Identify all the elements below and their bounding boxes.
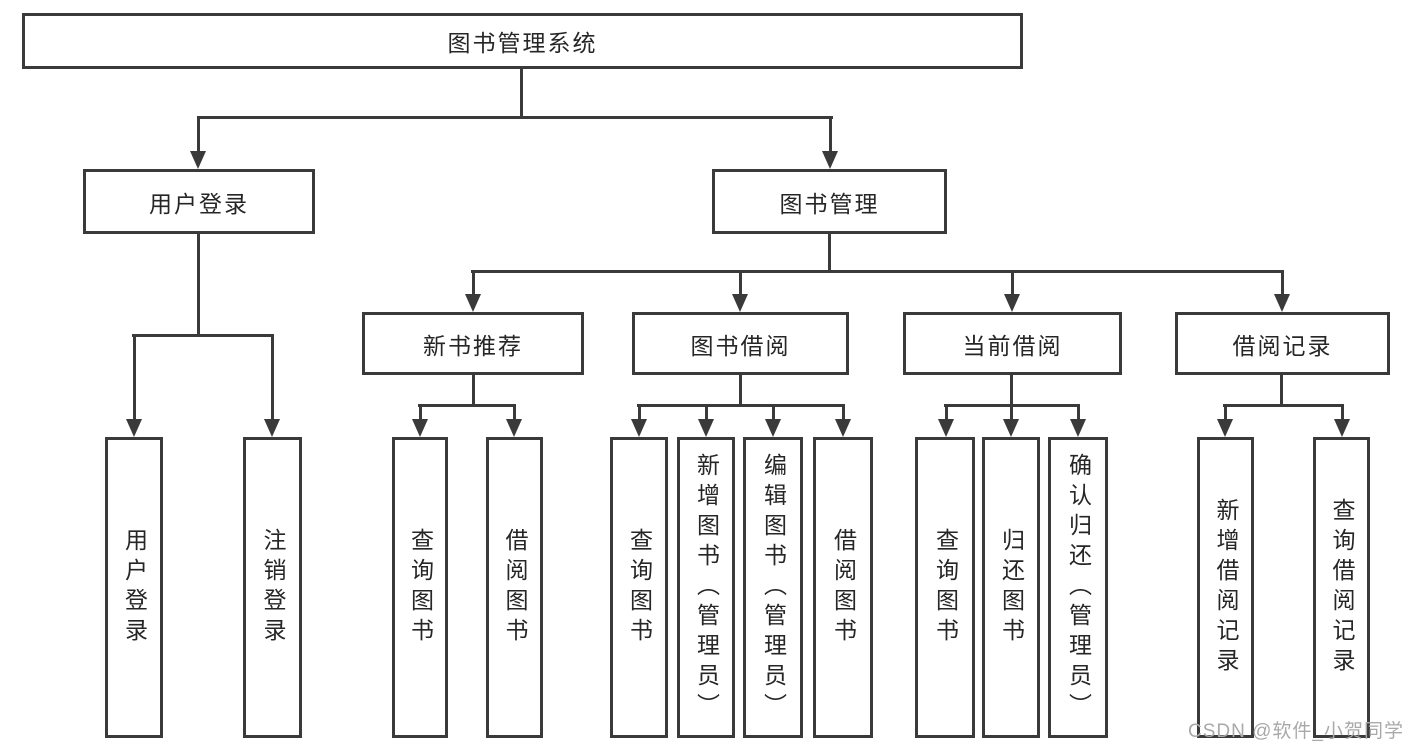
arrow-down-icon	[765, 419, 781, 437]
arrow-down-icon	[1217, 419, 1233, 437]
connector-bookborrow-stem	[739, 375, 742, 406]
leaf-logout: 注销登录	[243, 437, 302, 738]
connector-userlogin-stem	[197, 234, 200, 337]
connector-borrowrecords-child-stem	[1341, 404, 1344, 419]
leaf-edit-books-admin: 编辑图书（管理员）	[743, 437, 803, 738]
connector-newbooks-stem	[472, 375, 475, 406]
arrow-down-icon	[126, 419, 142, 437]
connector-bookborrow-horizontal	[637, 404, 845, 407]
connector-borrowrecords-stem	[1280, 375, 1283, 406]
arrow-down-icon	[631, 419, 647, 437]
arrow-down-icon	[506, 419, 522, 437]
leaf-confirm-return-admin: 确认归还（管理员）	[1048, 437, 1108, 738]
leaf-query-books-borrow: 查询图书	[610, 437, 668, 738]
node-current-borrow: 当前借阅	[903, 312, 1122, 375]
connector-newbooks-child-stem	[513, 404, 516, 419]
leaf-borrow-books-recommend: 借阅图书	[486, 437, 543, 738]
arrow-down-icon	[264, 419, 280, 437]
connector-userlogin-child-stem	[133, 334, 136, 419]
node-user-login: 用户登录	[83, 169, 315, 234]
connector-newbooks-child-stem	[419, 404, 422, 419]
leaf-add-borrow-record: 新增借阅记录	[1197, 437, 1254, 738]
connector-bookborrow-child-stem	[705, 404, 708, 419]
arrow-down-icon	[190, 151, 206, 169]
connector-currentborrow-child-stem	[1010, 404, 1013, 419]
leaf-add-books-admin: 新增图书（管理员）	[677, 437, 735, 738]
connector-root-child-stem	[197, 116, 200, 151]
connector-bookmgmt-child-stem	[1281, 270, 1284, 294]
connector-bookmgmt-child-stem	[472, 270, 475, 294]
connector-userlogin-horizontal	[132, 334, 274, 337]
arrow-down-icon	[938, 419, 954, 437]
node-book-borrow: 图书借阅	[632, 312, 849, 375]
connector-borrowrecords-horizontal	[1223, 404, 1344, 407]
connector-bookmgmt-horizontal	[471, 270, 1284, 273]
arrow-down-icon	[1274, 294, 1290, 312]
connector-currentborrow-child-stem	[945, 404, 948, 419]
leaf-query-books-recommend: 查询图书	[392, 437, 448, 738]
leaf-borrow-books: 借阅图书	[813, 437, 873, 738]
arrow-down-icon	[1003, 419, 1019, 437]
arrow-down-icon	[732, 294, 748, 312]
connector-bookmgmt-child-stem	[1011, 270, 1014, 294]
arrow-down-icon	[835, 419, 851, 437]
connector-bookborrow-child-stem	[842, 404, 845, 419]
arrow-down-icon	[465, 294, 481, 312]
connector-bookmgmt-child-stem	[739, 270, 742, 294]
arrow-down-icon	[1334, 419, 1350, 437]
arrow-down-icon	[1004, 294, 1020, 312]
csdn-watermark: CSDN @软件_小贺同学	[1188, 721, 1404, 742]
connector-userlogin-child-stem	[271, 334, 274, 419]
connector-currentborrow-child-stem	[1077, 404, 1080, 419]
connector-root-stem	[520, 69, 523, 119]
arrow-down-icon	[412, 419, 428, 437]
leaf-user-login: 用户登录	[105, 437, 163, 738]
connector-newbooks-horizontal	[418, 404, 516, 407]
node-borrow-records: 借阅记录	[1175, 312, 1390, 375]
node-book-management: 图书管理	[712, 169, 947, 234]
node-root-system: 图书管理系统	[22, 13, 1023, 69]
arrow-down-icon	[822, 151, 838, 169]
connector-bookmgmt-stem	[828, 234, 831, 273]
leaf-query-books-current: 查询图书	[915, 437, 975, 738]
connector-root-child-stem	[829, 116, 832, 151]
connector-bookborrow-child-stem	[638, 404, 641, 419]
leaf-query-borrow-record: 查询借阅记录	[1313, 437, 1370, 738]
connector-root-horizontal	[197, 116, 833, 119]
leaf-return-books: 归还图书	[982, 437, 1040, 738]
connector-borrowrecords-child-stem	[1224, 404, 1227, 419]
connector-currentborrow-stem	[1010, 375, 1013, 406]
node-new-book-recommend: 新书推荐	[362, 312, 584, 375]
arrow-down-icon	[1070, 419, 1086, 437]
arrow-down-icon	[698, 419, 714, 437]
connector-bookborrow-child-stem	[772, 404, 775, 419]
